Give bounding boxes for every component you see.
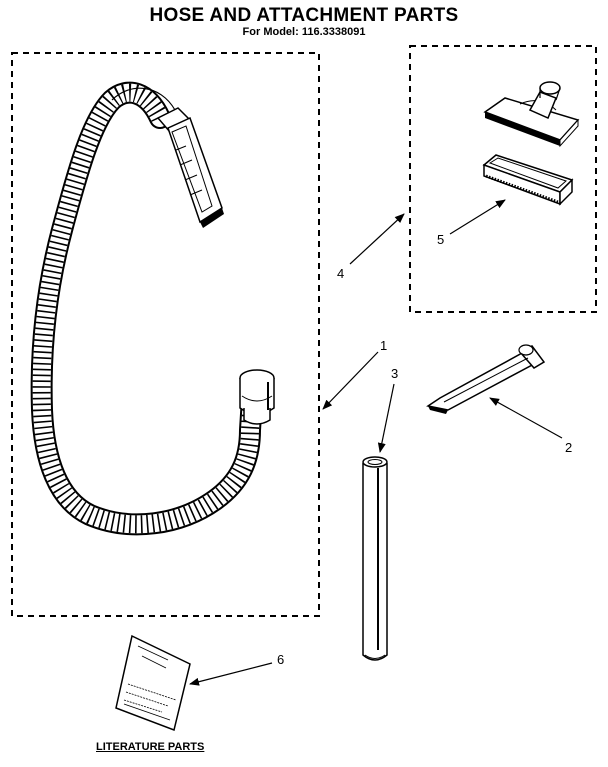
floor-tool-part: [483, 81, 580, 148]
leader-5: [449, 199, 506, 235]
callout-3: 3: [391, 366, 398, 381]
leader-3: [377, 383, 395, 453]
leader-2: [489, 397, 563, 439]
callout-5: 5: [437, 232, 444, 247]
leader-6: [189, 662, 273, 686]
callout-4: 4: [337, 266, 344, 281]
hose-part: [30, 81, 275, 536]
hose-upper-bend: [111, 87, 176, 111]
dusting-brush-part: [482, 154, 574, 206]
page-title: HOSE AND ATTACHMENT PARTS: [149, 5, 459, 26]
attachments-group-box: [409, 45, 597, 313]
hose-handle: [156, 107, 224, 228]
model-subtitle: For Model: 116.3338091: [242, 26, 366, 38]
leader-4: [349, 213, 405, 265]
callout-6: 6: [277, 652, 284, 667]
crevice-tool-part: [426, 344, 546, 414]
literature-part: [115, 634, 191, 732]
hose-body: [30, 81, 263, 536]
extension-wand-part: [362, 456, 388, 661]
callout-2: 2: [565, 440, 572, 455]
leader-1: [322, 351, 379, 410]
callout-1: 1: [380, 338, 387, 353]
literature-parts-label: LITERATURE PARTS: [96, 741, 205, 753]
hose-group-box: [11, 52, 320, 617]
hose-cuff: [239, 369, 275, 425]
